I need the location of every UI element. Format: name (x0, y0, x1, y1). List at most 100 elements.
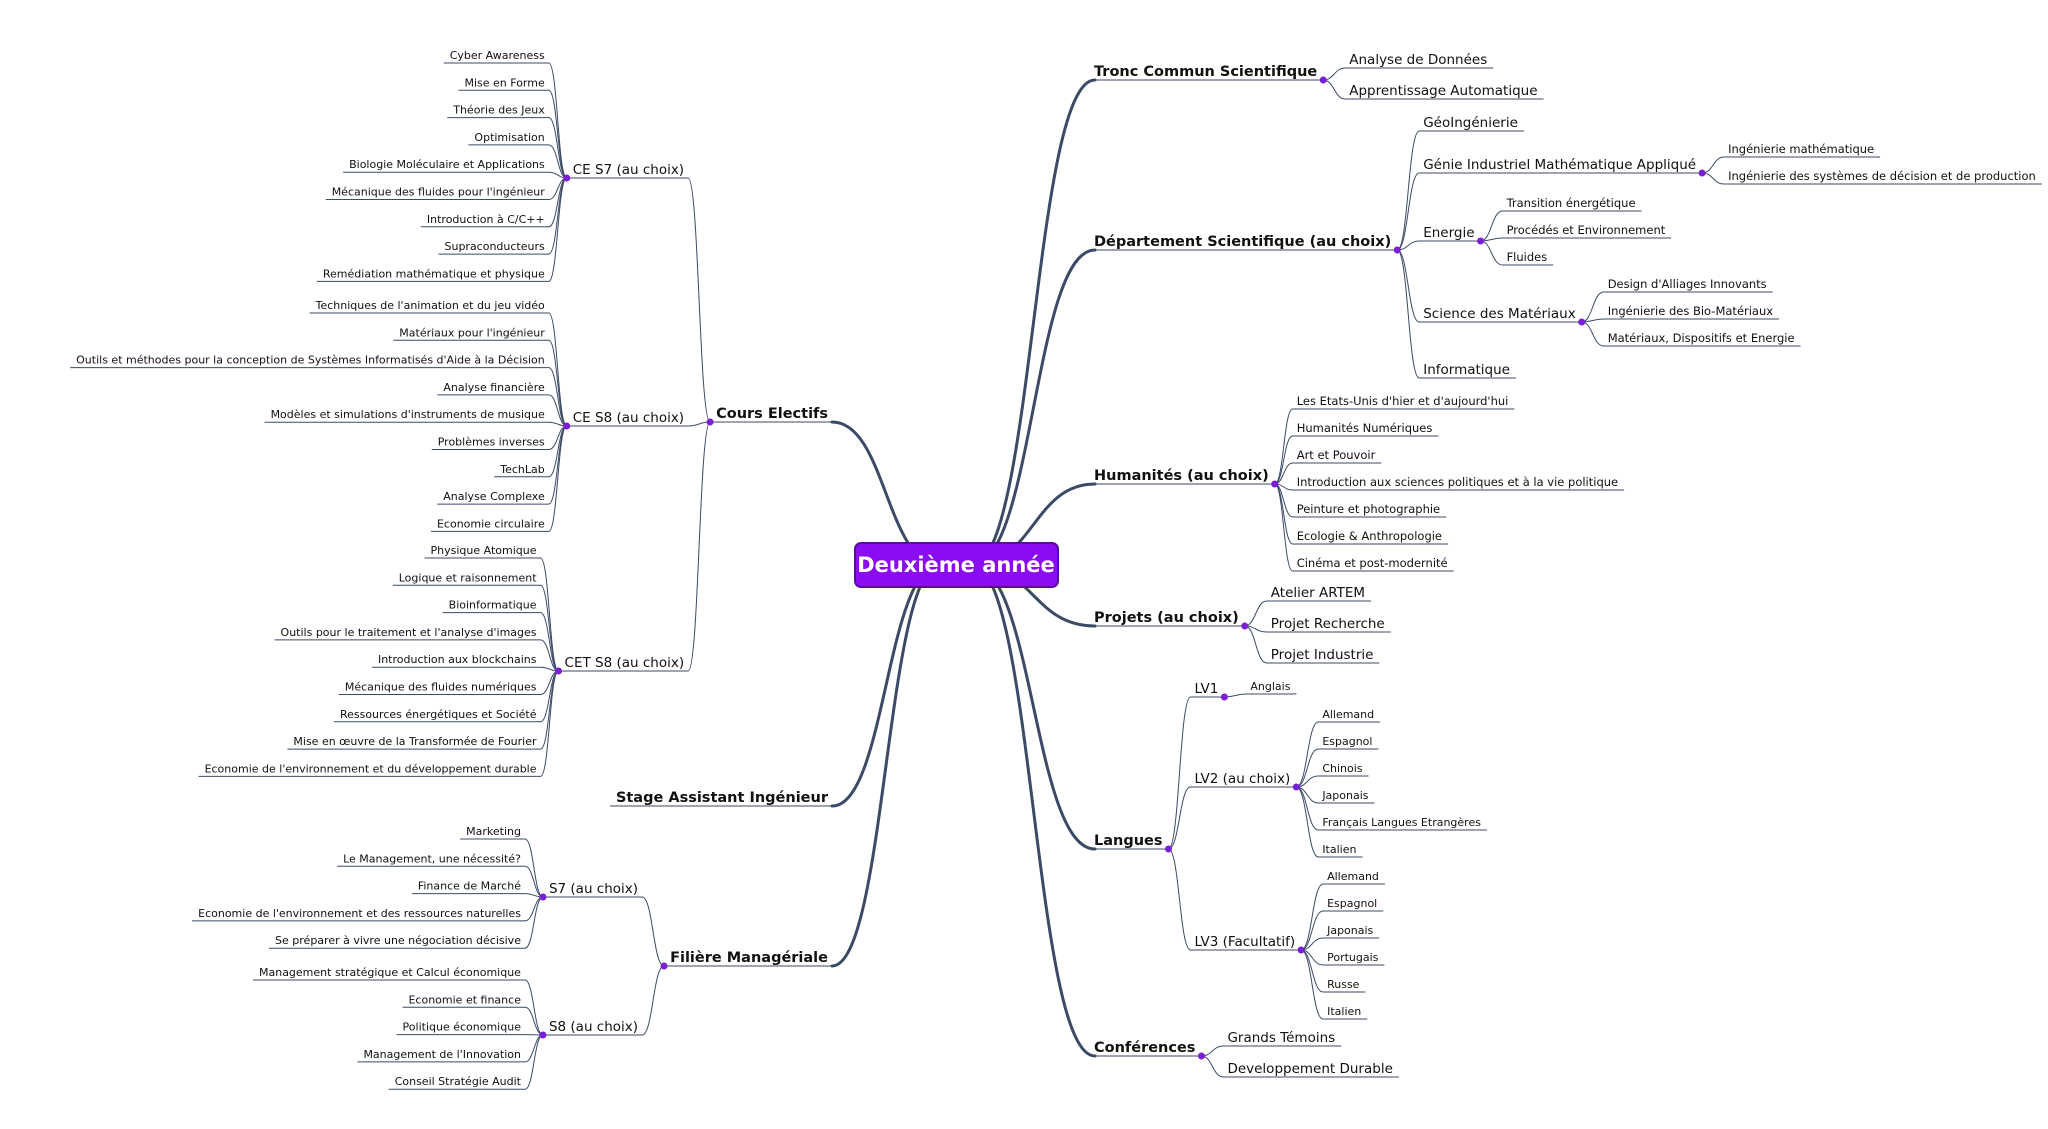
branch-langues-lv3-facultatif-allemand[interactable]: Allemand (1327, 870, 1379, 883)
branch-departement-scientifique-au-choix-energie-collapse-handle[interactable] (1477, 237, 1485, 245)
branch-humanites-au-choix-introduction-aux-sciences-politiques-et-[interactable]: Introduction aux sciences politiques et … (1297, 475, 1618, 489)
branch-cours-electifs-ce-s7-au-choix-remediation-mathematique-et-physique[interactable]: Remédiation mathématique et physique (323, 267, 545, 280)
branch-langues-lv2-au-choix[interactable]: LV2 (au choix) (1195, 771, 1291, 787)
branch-cours-electifs-ce-s8-au-choix-outils-et-methodes-pour-la-conception-de[interactable]: Outils et méthodes pour la conception de… (76, 354, 545, 367)
branch-filiere-manageriale-s8-au-choix-management-de-l-innovation[interactable]: Management de l'Innovation (363, 1048, 521, 1061)
branch-departement-scientifique-au-choix-geoingenierie[interactable]: GéoIngénierie (1423, 115, 1518, 131)
branch-cours-electifs-cet-s8-au-choix-mise-en-uvre-de-la-transformee-de-fourie[interactable]: Mise en œuvre de la Transformée de Fouri… (293, 735, 537, 748)
branch-langues-lv3-facultatif-collapse-handle[interactable] (1297, 946, 1305, 954)
branch-departement-scientifique-au-choix-science-des-materiaux-collapse-handle[interactable] (1578, 318, 1586, 326)
branch-filiere-manageriale-s7-au-choix-finance-de-marche[interactable]: Finance de Marché (418, 880, 521, 893)
branch-departement-scientifique-au-choix-genie-industriel-mathematique-applique-ingenierie-mathematique[interactable]: Ingénierie mathématique (1728, 142, 1874, 156)
branch-cours-electifs[interactable]: Cours Electifs (716, 406, 828, 422)
branch-filiere-manageriale-s7-au-choix-le-management-une-necessite[interactable]: Le Management, une nécessité? (343, 852, 521, 865)
branch-cours-electifs-cet-s8-au-choix-outils-pour-le-traitement-et-l-analyse-d[interactable]: Outils pour le traitement et l'analyse d… (281, 626, 537, 639)
branch-cours-electifs-ce-s7-au-choix-theorie-des-jeux[interactable]: Théorie des Jeux (452, 104, 545, 117)
branch-cours-electifs-ce-s7-au-choix-introduction-a-c-c[interactable]: Introduction à C/C++ (427, 213, 545, 226)
branch-langues[interactable]: Langues (1094, 833, 1163, 849)
branch-departement-scientifique-au-choix-science-des-materiaux-materiaux-dispositifs-et-energie[interactable]: Matériaux, Dispositifs et Energie (1608, 331, 1795, 345)
branch-stage-assistant-ingenieur[interactable]: Stage Assistant Ingénieur (616, 790, 829, 806)
branch-cours-electifs-cet-s8-au-choix-collapse-handle[interactable] (555, 667, 563, 675)
branch-langues-lv2-au-choix-chinois[interactable]: Chinois (1322, 762, 1362, 775)
branch-filiere-manageriale-s8-au-choix-management-strategique-et-calcul-economi[interactable]: Management stratégique et Calcul économi… (259, 966, 521, 979)
branch-humanites-au-choix-art-et-pouvoir[interactable]: Art et Pouvoir (1297, 448, 1376, 462)
branch-conferences-grands-temoins[interactable]: Grands Témoins (1227, 1030, 1335, 1046)
branch-departement-scientifique-au-choix-energie-fluides[interactable]: Fluides (1507, 250, 1548, 264)
branch-cours-electifs-cet-s8-au-choix-bioinformatique[interactable]: Bioinformatique (449, 599, 537, 612)
branch-cours-electifs-ce-s8-au-choix-collapse-handle[interactable] (563, 422, 571, 430)
branch-filiere-manageriale-s7-au-choix-marketing[interactable]: Marketing (466, 825, 521, 838)
branch-langues-lv2-au-choix-collapse-handle[interactable] (1292, 783, 1300, 791)
branch-tronc-commun-scientifique[interactable]: Tronc Commun Scientifique (1094, 64, 1317, 80)
central-topic[interactable]: Deuxième année (854, 542, 1059, 588)
branch-langues-lv2-au-choix-francais-langues-etrangeres[interactable]: Français Langues Etrangères (1322, 816, 1481, 829)
branch-cours-electifs-cet-s8-au-choix-mecanique-des-fluides-numeriques[interactable]: Mécanique des fluides numériques (345, 681, 537, 694)
branch-projets-au-choix-atelier-artem[interactable]: Atelier ARTEM (1271, 585, 1365, 601)
branch-filiere-manageriale-s8-au-choix-politique-economique[interactable]: Politique économique (403, 1021, 522, 1034)
branch-cours-electifs-ce-s8-au-choix-techlab[interactable]: TechLab (499, 463, 545, 476)
branch-projets-au-choix-collapse-handle[interactable] (1241, 622, 1249, 630)
branch-cours-electifs-ce-s8-au-choix-techniques-de-l-animation-et-du-jeu-vide[interactable]: Techniques de l'animation et du jeu vidé… (315, 299, 545, 312)
branch-cours-electifs-ce-s8-au-choix-analyse-complexe[interactable]: Analyse Complexe (443, 490, 545, 503)
branch-cours-electifs-cet-s8-au-choix[interactable]: CET S8 (au choix) (565, 655, 685, 671)
branch-filiere-manageriale-s7-au-choix-collapse-handle[interactable] (539, 893, 547, 901)
central-topic-box[interactable] (854, 542, 1059, 588)
branch-humanites-au-choix-humanites-numeriques[interactable]: Humanités Numériques (1297, 421, 1433, 435)
branch-langues-lv2-au-choix-italien[interactable]: Italien (1322, 843, 1356, 856)
branch-langues-lv3-facultatif-italien[interactable]: Italien (1327, 1005, 1361, 1018)
branch-filiere-manageriale-s8-au-choix-economie-et-finance[interactable]: Economie et finance (408, 993, 521, 1006)
branch-filiere-manageriale-s8-au-choix-conseil-strategie-audit[interactable]: Conseil Stratégie Audit (395, 1075, 522, 1088)
branch-cours-electifs-cet-s8-au-choix-economie-de-l-environnement-et-du-develo[interactable]: Economie de l'environnement et du dévelo… (205, 762, 537, 775)
branch-projets-au-choix-projet-recherche[interactable]: Projet Recherche (1271, 616, 1385, 632)
branch-cours-electifs-ce-s8-au-choix[interactable]: CE S8 (au choix) (573, 410, 684, 426)
branch-tronc-commun-scientifique-analyse-de-donnees[interactable]: Analyse de Données (1349, 52, 1487, 68)
branch-humanites-au-choix-peinture-et-photographie[interactable]: Peinture et photographie (1297, 502, 1440, 516)
branch-langues-lv3-facultatif-japonais[interactable]: Japonais (1326, 924, 1373, 937)
branch-cours-electifs-ce-s7-au-choix[interactable]: CE S7 (au choix) (573, 162, 684, 178)
central-topic-label[interactable]: Deuxième année (857, 553, 1055, 577)
branch-projets-au-choix-projet-industrie[interactable]: Projet Industrie (1271, 647, 1374, 663)
branch-humanites-au-choix-ecologie-anthropologie[interactable]: Ecologie & Anthropologie (1297, 529, 1442, 543)
branch-humanites-au-choix-les-etats-unis-d-hier-et-d-aujourd-hui[interactable]: Les Etats-Unis d'hier et d'aujourd'hui (1297, 394, 1509, 408)
branch-cours-electifs-cet-s8-au-choix-introduction-aux-blockchains[interactable]: Introduction aux blockchains (378, 653, 537, 666)
branch-langues-collapse-handle[interactable] (1165, 845, 1173, 853)
branch-langues-lv1[interactable]: LV1 (1195, 681, 1219, 697)
branch-langues-lv2-au-choix-espagnol[interactable]: Espagnol (1322, 735, 1372, 748)
branch-langues-lv3-facultatif-espagnol[interactable]: Espagnol (1327, 897, 1377, 910)
branch-filiere-manageriale-s8-au-choix[interactable]: S8 (au choix) (549, 1019, 638, 1035)
branch-cours-electifs-collapse-handle[interactable] (706, 418, 714, 426)
branch-projets-au-choix[interactable]: Projets (au choix) (1094, 610, 1239, 626)
branch-langues-lv2-au-choix-japonais[interactable]: Japonais (1321, 789, 1368, 802)
branch-conferences[interactable]: Conférences (1094, 1040, 1195, 1056)
branch-tronc-commun-scientifique-collapse-handle[interactable] (1319, 76, 1327, 84)
branch-cours-electifs-cet-s8-au-choix-ressources-energetiques-et-societe[interactable]: Ressources énergétiques et Société (340, 708, 537, 721)
branch-cours-electifs-cet-s8-au-choix-logique-et-raisonnement[interactable]: Logique et raisonnement (399, 571, 537, 584)
branch-langues-lv3-facultatif-portugais[interactable]: Portugais (1327, 951, 1379, 964)
branch-departement-scientifique-au-choix-genie-industriel-mathematique-applique[interactable]: Génie Industriel Mathématique Appliqué (1423, 157, 1696, 173)
branch-humanites-au-choix[interactable]: Humanités (au choix) (1094, 468, 1269, 484)
branch-langues-lv1-collapse-handle[interactable] (1220, 693, 1228, 701)
branch-cours-electifs-ce-s8-au-choix-modeles-et-simulations-d-instruments-de-[interactable]: Modèles et simulations d'instruments de … (271, 408, 545, 421)
branch-cours-electifs-ce-s8-au-choix-economie-circulaire[interactable]: Economie circulaire (437, 517, 545, 530)
branch-cours-electifs-ce-s7-au-choix-biologie-moleculaire-et-applications[interactable]: Biologie Moléculaire et Applications (349, 158, 545, 171)
branch-departement-scientifique-au-choix-science-des-materiaux[interactable]: Science des Matériaux (1423, 306, 1575, 322)
branch-cours-electifs-ce-s8-au-choix-analyse-financiere[interactable]: Analyse financière (443, 381, 545, 394)
branch-departement-scientifique-au-choix-energie-transition-energetique[interactable]: Transition énergétique (1506, 196, 1636, 210)
branch-departement-scientifique-au-choix-energie-procedes-et-environnement[interactable]: Procédés et Environnement (1507, 223, 1666, 237)
branch-departement-scientifique-au-choix-genie-industriel-mathematique-applique-ingenierie-des-systemes-de-decision-et-d[interactable]: Ingénierie des systèmes de décision et d… (1728, 169, 2036, 183)
branch-conferences-developpement-durable[interactable]: Developpement Durable (1227, 1061, 1392, 1077)
branch-filiere-manageriale-s7-au-choix-economie-de-l-environnement-et-des-resso[interactable]: Economie de l'environnement et des resso… (198, 907, 521, 920)
branch-departement-scientifique-au-choix-genie-industriel-mathematique-applique-collapse-handle[interactable] (1698, 169, 1706, 177)
branch-langues-lv1-anglais[interactable]: Anglais (1250, 680, 1290, 693)
branch-langues-lv2-au-choix-allemand[interactable]: Allemand (1322, 708, 1374, 721)
branch-langues-lv3-facultatif[interactable]: LV3 (Facultatif) (1195, 934, 1296, 950)
branch-cours-electifs-ce-s7-au-choix-collapse-handle[interactable] (563, 174, 571, 182)
branch-humanites-au-choix-cinema-et-post-modernite[interactable]: Cinéma et post-modernité (1297, 556, 1448, 570)
branch-departement-scientifique-au-choix-science-des-materiaux-ingenierie-des-bio-materiaux[interactable]: Ingénierie des Bio-Matériaux (1608, 304, 1774, 318)
branch-cours-electifs-ce-s7-au-choix-mise-en-forme[interactable]: Mise en Forme (464, 76, 544, 89)
branch-departement-scientifique-au-choix-informatique[interactable]: Informatique (1423, 362, 1510, 378)
branch-cours-electifs-ce-s8-au-choix-materiaux-pour-l-ingenieur[interactable]: Matériaux pour l'ingénieur (399, 326, 545, 339)
branch-cours-electifs-ce-s7-au-choix-supraconducteurs[interactable]: Supraconducteurs (444, 240, 545, 253)
branch-cours-electifs-ce-s7-au-choix-optimisation[interactable]: Optimisation (474, 131, 544, 144)
branch-cours-electifs-ce-s7-au-choix-mecanique-des-fluides-pour-l-ingenieur[interactable]: Mécanique des fluides pour l'ingénieur (332, 186, 546, 199)
